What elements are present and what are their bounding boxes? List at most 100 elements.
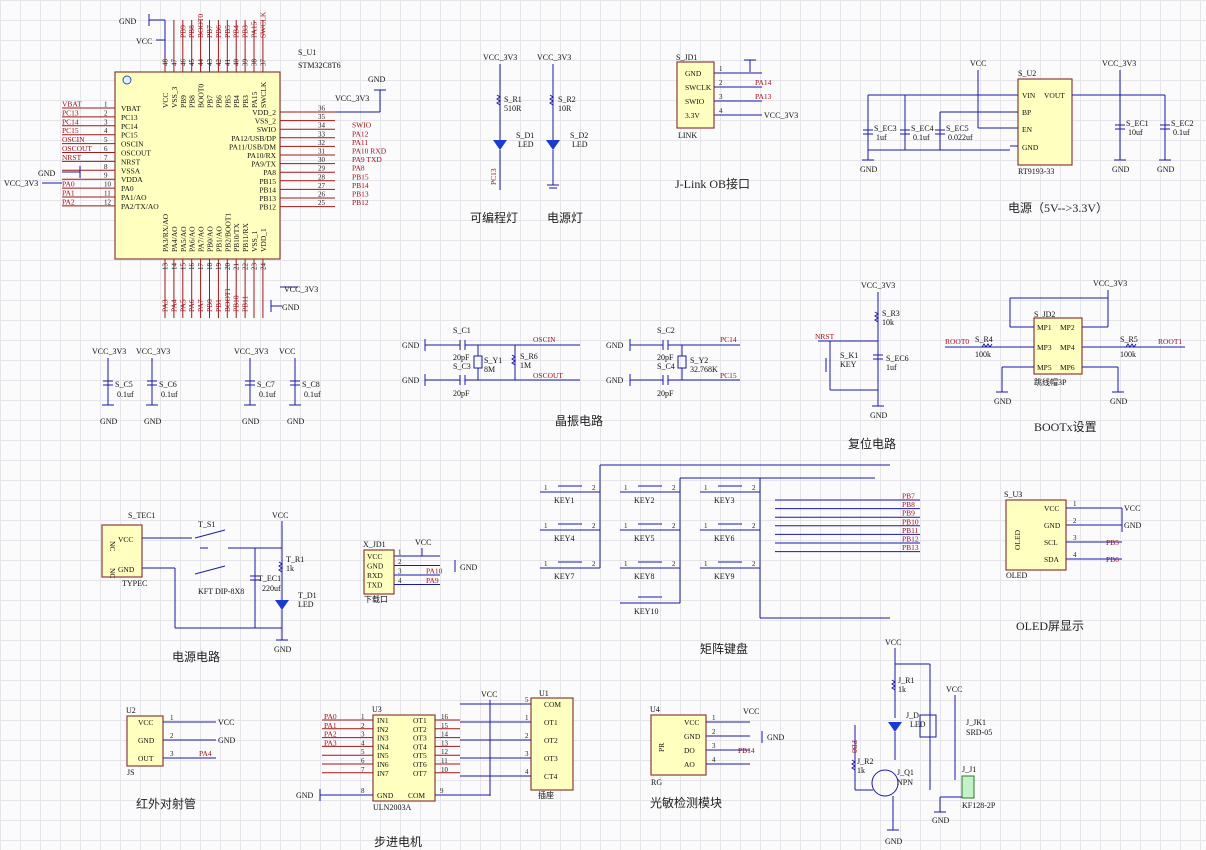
pin1-marker [122,75,132,85]
caption-stepper: 步进电机 [374,835,422,849]
mcu-pin-num: 14 [170,263,178,271]
c2-gnd: GND [606,341,624,350]
cap-gnd: GND [1157,165,1175,174]
mcu-pin-net: BOOT1 [223,288,232,312]
oled-pin-net: PB6 [1106,555,1119,564]
uln-in-num: 3 [361,731,365,739]
uln-out-num: 11 [441,757,448,765]
boot-net1: ROOT1 [1158,337,1182,346]
mcu-bottom-pins: 13PA3/RX/AOPA314PA4/AOPA415PA5/AOPA516PA… [161,213,268,318]
jq1-ref: J_Q1 [897,768,914,777]
d1-net: PC13 [489,168,498,185]
oled-pin-num: 3 [1073,534,1077,542]
led-d1 [493,140,507,150]
mcu-pin-net: PA2 [62,197,75,206]
led-vcc-a: VCC_3V3 [483,53,517,62]
ir-pin-net: GND [218,736,236,745]
led-block: VCC_3V3 VCC_3V3 S_R1 510R S_R2 10R S_D1 … [470,53,588,225]
cap-gnd: GND [1112,165,1130,174]
mcu-pin-net: BOOT0 [196,14,205,38]
tr1-val: 1k [286,564,294,573]
mcu-pin-net: PC13 [62,108,79,117]
caption-keypad: 矩阵键盘 [700,641,748,656]
uln-in-name: IN3 [377,734,389,743]
key-pin: 2 [672,484,676,492]
jd2-mp6: MP6 [1060,363,1075,372]
r4-ref: S_R4 [975,335,993,344]
plug-pin-num: 1 [525,714,529,722]
oled-pin-num: 4 [1073,551,1077,559]
tec1-body [101,524,143,578]
r5-resistor [1125,343,1137,348]
mcu-pin-net: PB5 [223,25,232,38]
mcu-pin-num: 20 [224,263,232,271]
caption-crystal: 晶振电路 [555,413,603,428]
mcu-pin-num: 36 [318,105,326,113]
jlink-pin-num: 3 [719,93,723,101]
mcu-pin-num: 30 [318,156,326,164]
mcu-pin-name: PA9/TX [251,160,276,169]
mcu-pin-num: 42 [215,59,223,67]
mcu-pin-net: PA11 [352,138,368,147]
c3-ref: S_C3 [453,362,471,371]
uln-out-num: 13 [441,739,449,747]
cap-val: 0.1uf [913,133,930,142]
mcu-pin-name: PC14 [121,122,138,131]
key-label: KEY10 [634,607,658,616]
jr1-resistor [891,679,896,691]
key-pin: 1 [544,560,548,568]
jlink-pin-num: 2 [719,79,723,87]
decoupling-supply: VCC_3V3 [92,347,126,356]
cap-ref: S_EC1 [1126,119,1149,128]
mcu-pin-net: PC14 [62,117,79,126]
keypad-net: PB12 [902,535,919,544]
jq1-transistor [871,769,899,797]
mcu-pin-net: PB7 [205,25,214,38]
light-body-label: PR [657,743,666,752]
mcu-pin-net: PA5 [178,299,187,312]
c1-gnd: GND [402,341,420,350]
y2-val: 32.768K [690,365,718,374]
mcu-pin-name: PA10/RX [247,151,276,160]
oled-pin-net: PB5 [1106,538,1119,547]
driver-body [372,714,436,802]
uln-out-num: 15 [441,722,449,730]
cap-gnd: GND [860,165,878,174]
uart-body [363,549,395,595]
mcu-pin-num: 6 [104,145,108,153]
mcu-pin-name: SWIO [257,125,277,134]
oled-body-label: OLED [1013,529,1022,550]
regulator-block: S_U2 VIN BP EN GND VOUT RT9193-33 VCC VC… [860,59,1194,215]
osc32-net-b: PC15 [720,371,737,380]
mcu-pin-name: PB10/TX [232,223,241,252]
mcu-pin-net: OSCOUT [62,144,92,153]
relay-gnd: GND [885,837,903,846]
uln-in-net: PA3 [324,738,337,747]
jr2-ref: J_R2 [857,757,873,766]
mcu-pin-num: 43 [206,59,214,67]
d1-val: LED [518,140,534,149]
mcu-vdda-label: VCC_3V3 [4,179,38,188]
tec1-pin-b: GND [118,565,135,574]
boot-gnd-a: GND [994,397,1012,406]
mcu-gnd-label: GND [119,17,137,26]
light-pin-num: 4 [712,756,716,764]
uln-out-name: OT7 [413,769,427,778]
ec1-ref: T_EC1 [258,574,281,583]
mcu-ref: S_U1 [298,48,316,57]
decoupling-val: 0.1uf [304,390,321,399]
td1-val: LED [298,600,314,609]
r2-val: 10R [558,104,572,113]
uln-gnd-num: 8 [361,787,365,795]
c3-val: 20pF [453,389,470,398]
mcu-pin-num: 17 [197,263,205,271]
mcu-pin-net: PB9 [178,25,187,38]
oled-part: OLED [1006,571,1028,580]
